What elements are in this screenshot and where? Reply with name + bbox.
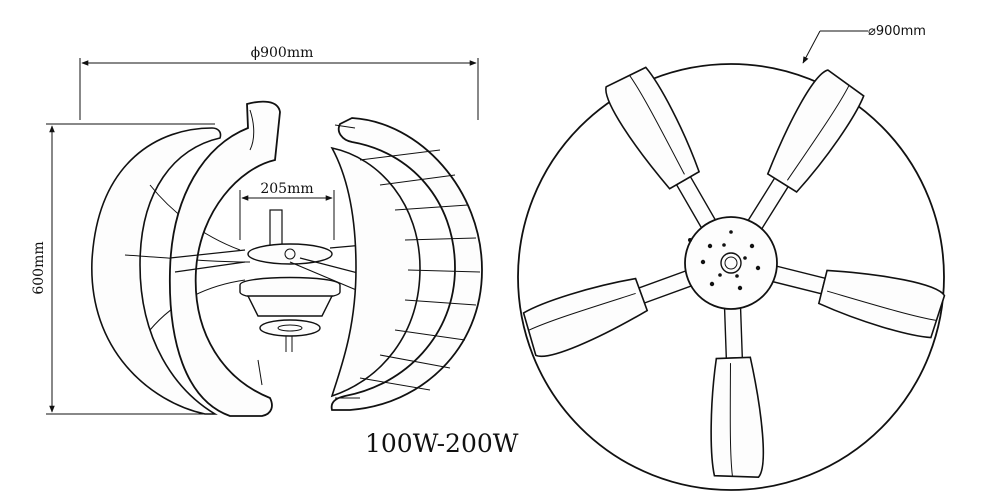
top-diameter-label: ⌀900mm — [868, 24, 926, 39]
hub-dimension: 205mm — [239, 181, 335, 240]
top-blade-5 — [522, 268, 698, 358]
top-blade-3 — [767, 264, 946, 339]
power-rating: 100W-200W — [365, 429, 519, 458]
top-blade-4 — [710, 301, 765, 478]
height-dimension: 600mm — [31, 123, 215, 415]
hub-label: 205mm — [260, 181, 313, 197]
front-blade — [168, 100, 281, 417]
generator-assembly — [169, 209, 386, 352]
top-view: ⌀900mm — [517, 24, 946, 491]
top-hub — [684, 216, 778, 310]
top-diameter-callout: ⌀900mm — [802, 24, 926, 64]
rotor-circle — [517, 63, 945, 491]
top-blade-1 — [605, 66, 719, 234]
side-view: ϕ900mm 600mm 205mm — [31, 45, 519, 458]
top-blade-2 — [744, 69, 865, 235]
diameter-label: ϕ900mm — [251, 45, 314, 61]
right-blade — [330, 117, 483, 411]
height-label: 600mm — [31, 241, 47, 294]
diameter-dimension: ϕ900mm — [79, 45, 479, 120]
